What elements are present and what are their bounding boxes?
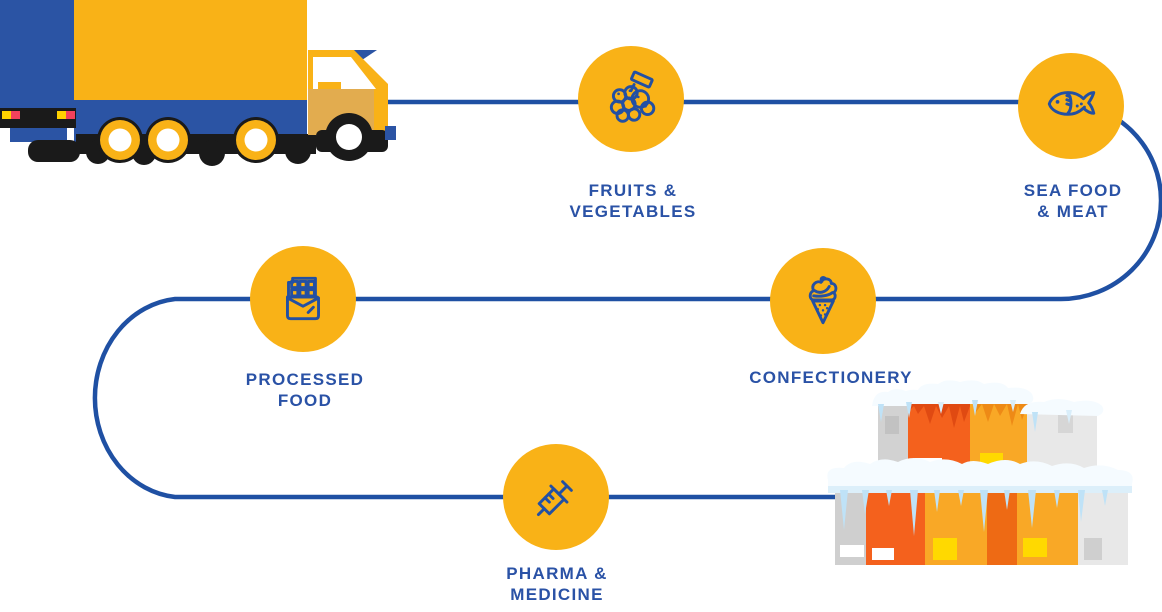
chocolate-bar-icon — [286, 276, 320, 321]
node-fruits-vegetables — [578, 46, 684, 152]
syringe-icon — [536, 480, 573, 517]
frozen-goods-stack-illustration — [827, 380, 1133, 565]
node-pharma-medicine — [503, 444, 609, 550]
node-confectionery — [770, 248, 876, 354]
node-label-confectionery: CONFECTIONERY — [711, 367, 951, 388]
grapes-icon — [609, 70, 656, 123]
label-line: VEGETABLES — [569, 202, 697, 221]
label-line: FOOD — [277, 391, 333, 410]
label-line: FRUITS & — [588, 181, 678, 200]
label-line: SEA FOOD — [1023, 181, 1123, 200]
node-processed-food — [250, 246, 356, 352]
delivery-truck-illustration — [0, 0, 396, 166]
node-sea-food-meat — [1018, 53, 1124, 159]
node-label-fruits-vegetables: FRUITS & VEGETABLES — [513, 180, 753, 222]
label-line: MEDICINE — [510, 585, 604, 604]
label-line: PHARMA & — [506, 564, 608, 583]
label-line: PROCESSED — [245, 370, 365, 389]
label-line: CONFECTIONERY — [749, 368, 913, 387]
node-label-processed-food: PROCESSED FOOD — [185, 369, 425, 411]
node-label-pharma-medicine: PHARMA & MEDICINE — [437, 563, 677, 605]
ice-cream-cone-icon — [808, 276, 838, 325]
fish-icon — [1047, 91, 1096, 116]
node-label-sea-food-meat: SEA FOOD & MEAT — [953, 180, 1162, 222]
label-line: & MEAT — [1037, 202, 1109, 221]
